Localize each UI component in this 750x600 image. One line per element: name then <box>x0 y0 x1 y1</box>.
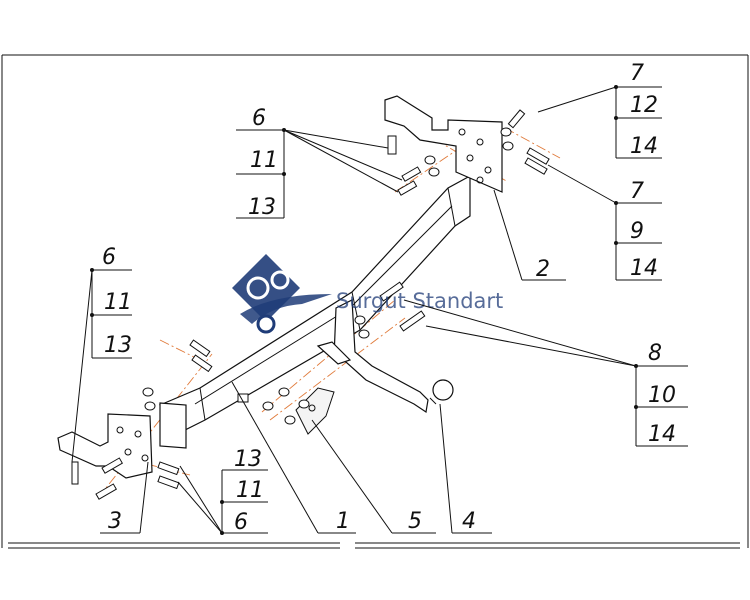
bolts-and-nuts <box>71 109 550 500</box>
callout-label: 13 <box>248 195 276 220</box>
tow-ball-mount <box>316 299 454 414</box>
callout-label: 13 <box>104 333 132 358</box>
callout-label: 10 <box>648 383 676 408</box>
callout-group-8-10-14: 8 10 14 <box>403 299 688 447</box>
callout-label: 14 <box>648 422 676 447</box>
callout-label: 8 <box>648 341 662 366</box>
callout-label: 2 <box>536 257 550 282</box>
callout-label: 6 <box>102 245 116 270</box>
callout-label: 3 <box>108 509 122 534</box>
callout-label: 11 <box>236 478 264 503</box>
callout-label: 7 <box>630 179 644 204</box>
callout-part-4: 4 <box>439 403 492 534</box>
gear-car-logo-icon <box>232 254 332 334</box>
callout-label: 9 <box>630 219 644 244</box>
callout-part-1: 1 <box>231 381 356 534</box>
drawing-frame <box>1 54 749 549</box>
callout-label: 13 <box>234 447 262 472</box>
watermark-text: Surgut Standart <box>336 289 503 313</box>
callout-label: 6 <box>234 510 248 535</box>
callout-group-6-11-13-top: 6 11 13 <box>236 106 403 220</box>
callout-group-6-11-13-left: 6 11 13 <box>71 245 132 463</box>
left-mounting-bracket <box>57 402 187 479</box>
watermark: Surgut Standart <box>232 254 503 334</box>
socket-plate <box>295 387 335 435</box>
right-mounting-bracket <box>384 95 503 193</box>
callout-label: 14 <box>630 134 658 159</box>
callout-label: 6 <box>252 106 266 131</box>
callout-part-5: 5 <box>311 419 436 534</box>
callout-label: 12 <box>630 93 658 118</box>
callouts: 7 12 14 7 9 14 6 <box>71 61 688 535</box>
callout-group-7-9-14: 7 9 14 <box>547 164 662 281</box>
callout-label: 1 <box>336 509 350 534</box>
callout-label: 14 <box>630 256 658 281</box>
callout-part-2: 2 <box>493 189 566 282</box>
callout-label: 7 <box>630 61 644 86</box>
callout-part-3: 3 <box>100 461 149 534</box>
callout-label: 4 <box>462 509 476 534</box>
callout-label: 5 <box>408 509 422 534</box>
callout-group-13-11-6-bottom: 13 11 6 <box>177 447 268 535</box>
callout-label: 11 <box>250 148 278 173</box>
callout-group-7-12-14: 7 12 14 <box>537 61 662 159</box>
callout-label: 11 <box>104 290 132 315</box>
